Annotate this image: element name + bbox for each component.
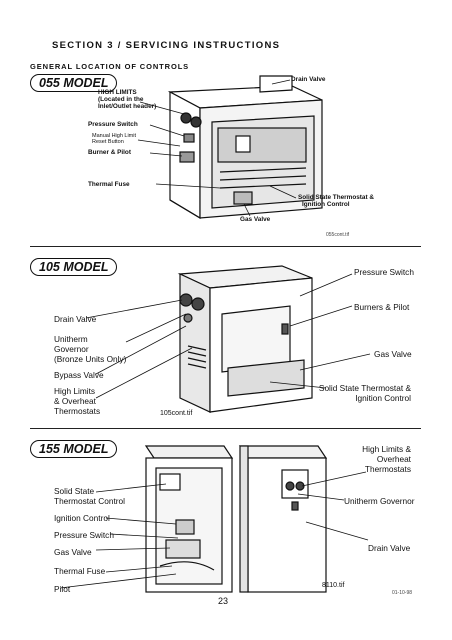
label-155-high-limits-2: Overheat bbox=[376, 454, 411, 464]
label-055-gas-valve: Gas Valve bbox=[240, 216, 271, 223]
model-105-badge: 105 MODEL bbox=[30, 258, 118, 276]
figure-id-105: 105cont.tif bbox=[160, 410, 193, 417]
label-105-high-limits-1: High Limits bbox=[54, 386, 96, 396]
label-055-high-limits-3: Inlet/Outlet header) bbox=[98, 103, 157, 110]
label-155-high-limits-3: Thermostats bbox=[364, 464, 411, 474]
label-105-unitherm-1: Unitherm bbox=[54, 334, 88, 344]
heater-055-drawing bbox=[137, 75, 323, 220]
label-155-solid-state-2: Thermostat Control bbox=[54, 496, 126, 506]
model-055-badge: 055 MODEL bbox=[30, 74, 118, 92]
label-105-solid-state-1: Solid State Thermostat & bbox=[318, 383, 411, 393]
label-055-manual-reset-1: Manual High Limit bbox=[92, 133, 137, 139]
date-code: 01-10-98 bbox=[392, 590, 413, 596]
label-155-ignition-control: Ignition Control bbox=[54, 513, 110, 523]
heater-105-drawing bbox=[85, 265, 371, 413]
label-105-high-limits-3: Thermostats bbox=[54, 406, 101, 416]
label-155-drain-valve: Drain Valve bbox=[368, 543, 411, 553]
label-105-unitherm-3: (Bronze Units Only) bbox=[54, 354, 127, 364]
label-155-gas-valve: Gas Valve bbox=[54, 547, 92, 557]
label-155-pilot: Pilot bbox=[54, 584, 71, 594]
divider-1 bbox=[30, 246, 421, 247]
label-055-solid-state-1: Solid State Thermostat & bbox=[298, 194, 374, 201]
section-title: SECTION 3 / SERVICING INSTRUCTIONS bbox=[52, 40, 281, 51]
label-105-unitherm-2: Governor bbox=[54, 344, 89, 354]
image-stamp-055: 055cont.tif bbox=[326, 232, 350, 238]
label-105-bypass-valve: Bypass Valve bbox=[54, 370, 104, 380]
label-055-burner-pilot: Burner & Pilot bbox=[88, 149, 131, 156]
model-155-badge: 155 MODEL bbox=[30, 440, 118, 458]
label-055-thermal-fuse: Thermal Fuse bbox=[88, 181, 130, 188]
label-155-unitherm-governor: Unitherm Governor bbox=[344, 496, 415, 506]
label-055-high-limits-1: HIGH LIMITS bbox=[98, 89, 137, 96]
label-155-solid-state-1: Solid State bbox=[54, 486, 95, 496]
figure-id-155: 8110.tif bbox=[322, 582, 345, 589]
page-number: 23 bbox=[218, 596, 229, 606]
label-105-drain-valve: Drain Valve bbox=[54, 314, 97, 324]
label-055-high-limits-2: (Located in the bbox=[98, 96, 144, 103]
label-105-burners-pilot: Burners & Pilot bbox=[354, 302, 410, 312]
label-155-pressure-switch: Pressure Switch bbox=[54, 530, 114, 540]
label-155-thermal-fuse: Thermal Fuse bbox=[54, 566, 106, 576]
label-105-gas-valve: Gas Valve bbox=[374, 349, 412, 359]
label-055-drain-valve: Drain Valve bbox=[291, 76, 326, 83]
section-subtitle: GENERAL LOCATION OF CONTROLS bbox=[30, 62, 190, 71]
label-055-solid-state-2: Ignition Control bbox=[302, 201, 350, 208]
label-105-high-limits-2: & Overheat bbox=[54, 396, 96, 406]
label-105-pressure-switch: Pressure Switch bbox=[354, 267, 414, 277]
label-055-manual-reset-2: Reset Button bbox=[92, 139, 124, 145]
divider-2 bbox=[30, 428, 421, 429]
label-055-pressure-switch: Pressure Switch bbox=[88, 121, 138, 128]
label-105-solid-state-2: Ignition Control bbox=[355, 393, 411, 403]
label-155-high-limits-1: High Limits & bbox=[362, 444, 411, 454]
